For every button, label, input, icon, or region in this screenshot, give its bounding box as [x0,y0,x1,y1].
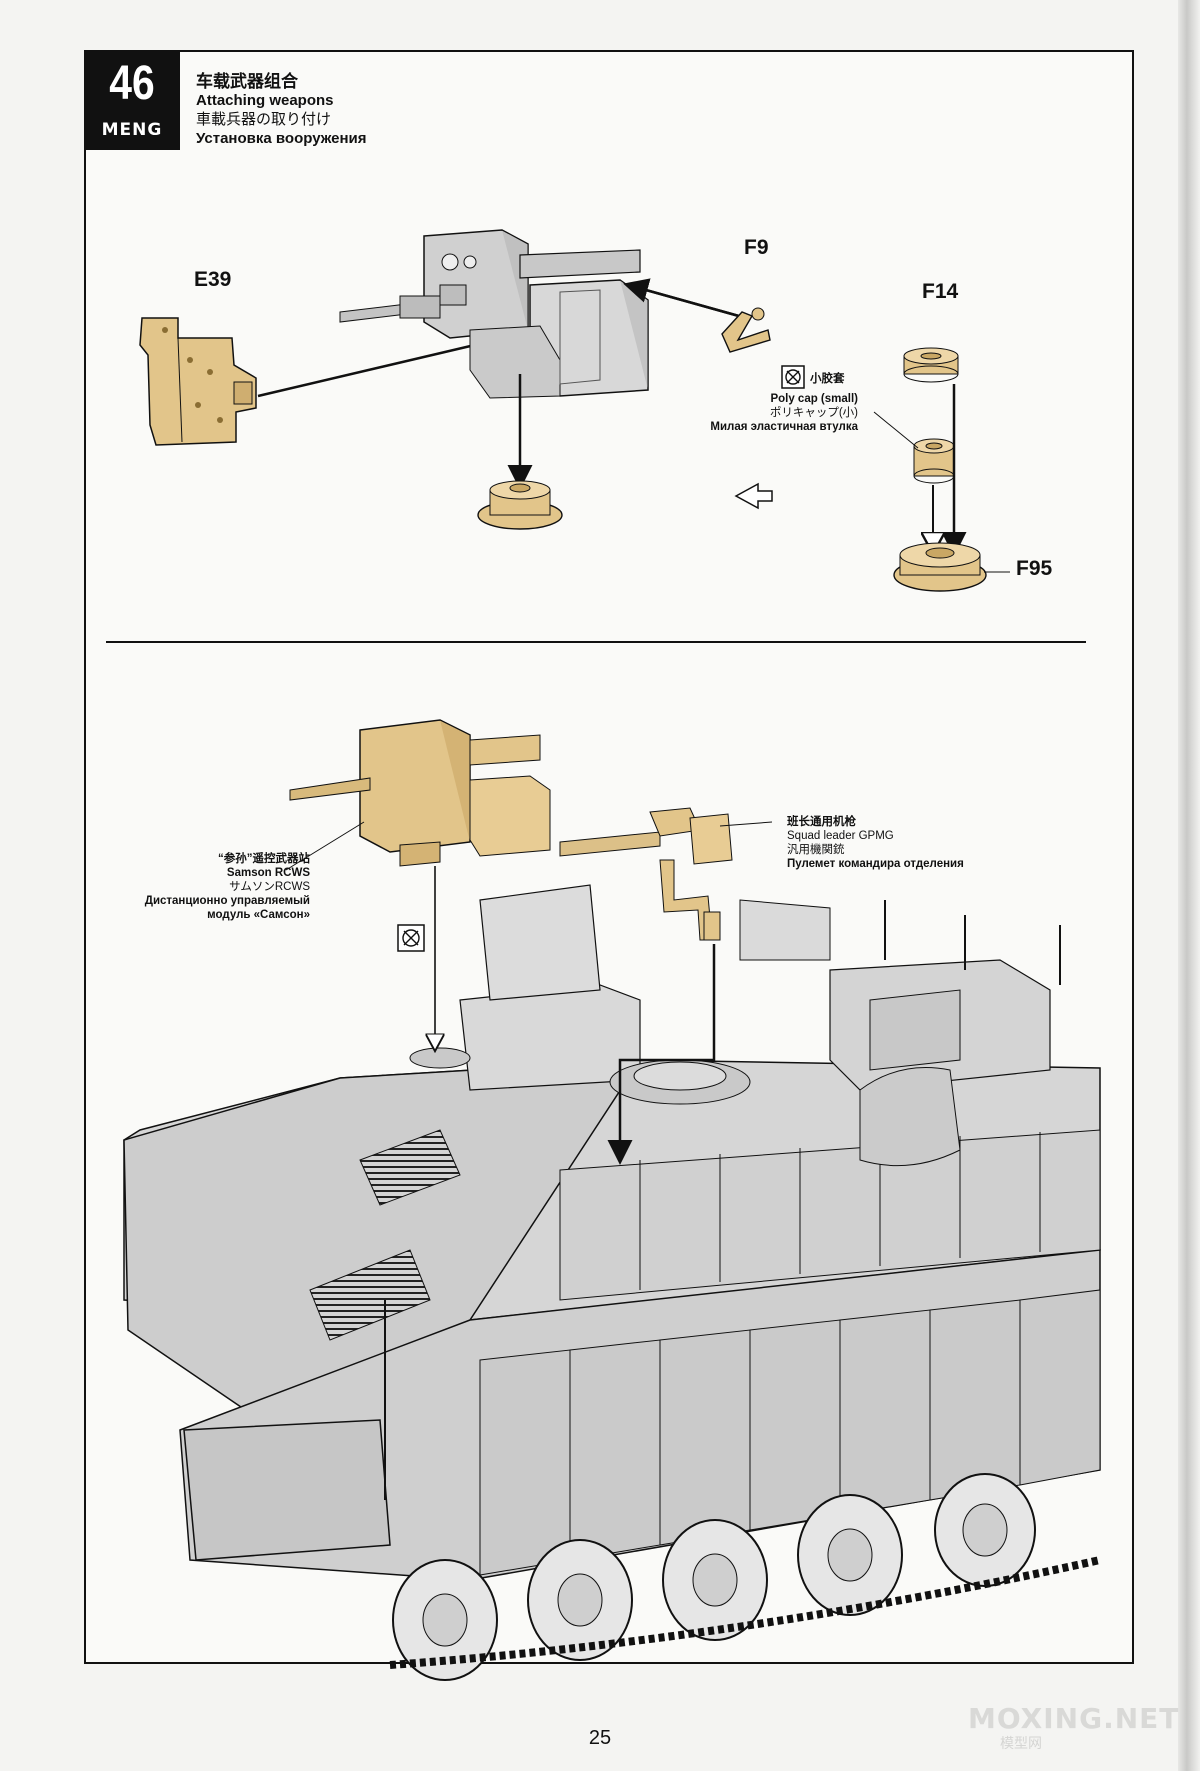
part-f9-handle [721,307,771,353]
step-badge: 46 MENG [84,50,180,150]
gpmg-jp: 汎用機関銃 [787,844,845,856]
page-number: 25 [588,1727,612,1749]
rcws-cn: “参孙”遥控武器站 [218,853,310,865]
scan-edge [1178,0,1200,1771]
poly-cap-f14 [903,347,959,383]
poly-cap-en: Poly cap (small) [770,393,858,405]
gpmg-ru: Пулемет командира отделения [787,858,964,870]
squad-gpmg [559,807,733,941]
road-wheels [389,1473,1101,1681]
step-titles: 车载武器组合 Attaching weapons 車載兵器の取り付け Устан… [196,72,367,148]
poly-cap-small [913,438,955,484]
title-japanese: 車載兵器の取り付け [196,111,332,128]
step-number: 46 [109,57,155,110]
watermark: MOXING.NET [968,1702,1180,1735]
part-label-f9: F9 [744,236,769,259]
part-label-e39: E39 [194,268,232,291]
poly-cap-cn: 小胶套 [810,373,845,385]
rcws-note: “参孙”遥控武器站 Samson RCWS サムソンRCWS Дистанцио… [90,852,310,922]
section-divider [106,641,1086,643]
no-glue-icon-lower [397,924,425,952]
rcws-en: Samson RCWS [226,867,310,879]
title-english: Attaching weapons [196,92,334,109]
title-russian: Установка вооружения [196,130,367,147]
part-label-f14: F14 [922,280,959,303]
gpmg-note: 班长通用机枪 Squad leader GPMG 汎用機関銃 Пулемет к… [787,815,964,871]
part-e39-bracket [139,317,257,446]
gpmg-cn: 班长通用机枪 [787,816,856,828]
title-chinese: 车载武器组合 [196,72,298,91]
no-glue-icon [781,365,805,389]
poly-cap-jp: ポリキャップ(小) [769,407,858,419]
gpmg-en: Squad leader GPMG [787,830,894,842]
rcws-ru-2: модуль «Самсон» [207,909,310,921]
poly-cap-note: Poly cap (small) ポリキャップ(小) Милая эластич… [640,392,858,434]
meng-logo: MENG [101,120,163,140]
part-f95-ring [893,542,987,592]
samson-rcws [289,719,551,867]
watermark-sub: 模型网 [1000,1735,1042,1751]
poly-cap-ru: Милая эластичная втулка [710,421,858,433]
turret-ring-left [477,480,563,530]
rcws-ru-1: Дистанционно управляемый [144,895,310,907]
ifv-hull [123,884,1101,1581]
rcws-assembly-grey [339,229,649,399]
rcws-jp: サムソンRCWS [229,881,310,893]
part-label-f95: F95 [1016,557,1053,580]
direction-arrow-icon [734,482,773,510]
